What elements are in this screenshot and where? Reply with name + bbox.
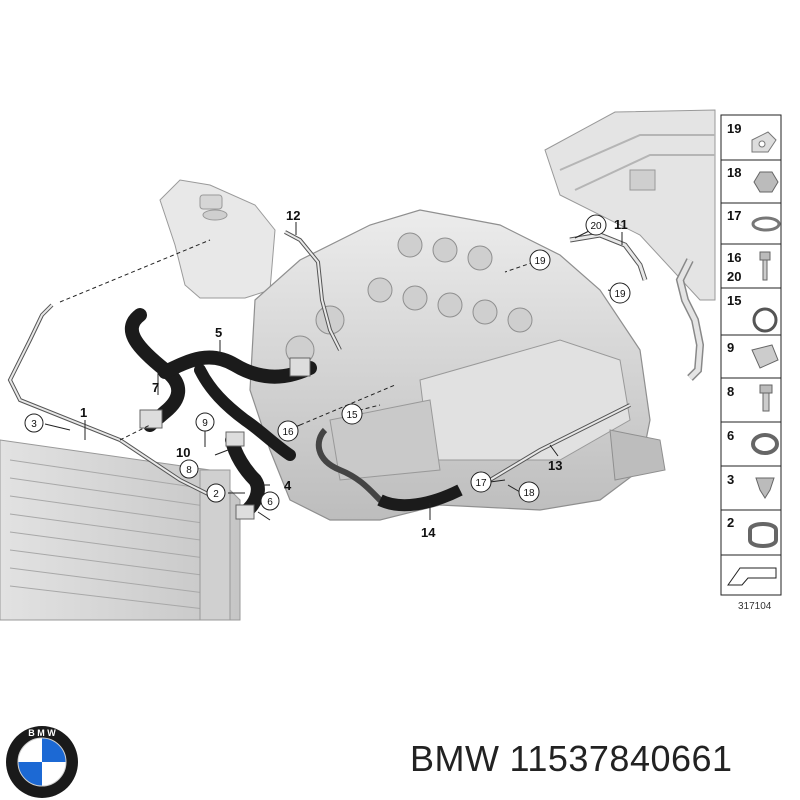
callout-18: 18 — [518, 481, 540, 503]
bmw-logo: B M W — [6, 726, 78, 798]
callout-6: 6 — [260, 491, 280, 511]
callout-1: 1 — [80, 405, 87, 420]
legend-20: 20 — [727, 269, 741, 284]
clip-icon — [751, 344, 779, 369]
svg-text:2: 2 — [213, 489, 219, 500]
svg-text:3: 3 — [31, 419, 37, 430]
legend-18: 18 — [727, 165, 741, 180]
coolant-hose-7 — [124, 308, 317, 461]
bolt-icon — [759, 251, 771, 261]
callout-19-a: 19 — [529, 249, 551, 271]
hex-nut-icon — [753, 171, 779, 193]
svg-text:18: 18 — [523, 488, 535, 499]
hose-clamp-icon — [751, 216, 781, 232]
svg-text:17: 17 — [475, 478, 487, 489]
legend-17: 17 — [727, 208, 741, 223]
svg-text:6: 6 — [267, 497, 273, 508]
legend-6: 6 — [727, 428, 734, 443]
svg-text:9: 9 — [202, 418, 208, 429]
circled-callouts: 3 9 8 2 6 15 16 17 18 19 19 20 — [24, 214, 631, 511]
expanding-rivet-icon — [755, 477, 775, 499]
arrow-symbol-icon — [727, 567, 777, 586]
brand-name: BMW — [410, 738, 500, 779]
coolant-pipe-12 — [284, 230, 342, 351]
callout-13: 13 — [548, 458, 562, 473]
legend-16: 16 — [727, 250, 741, 265]
callout-11: 11 — [614, 217, 628, 232]
expansion-tank-illustration — [159, 179, 276, 299]
radiator-illustration — [0, 439, 241, 621]
callout-10: 10 — [176, 445, 190, 460]
callout-7: 7 — [152, 380, 159, 395]
callout-4: 4 — [284, 478, 292, 493]
callout-8: 8 — [179, 459, 199, 479]
coolant-pipe-1 — [7, 303, 211, 497]
legend-2: 2 — [727, 515, 734, 530]
callout-16: 16 — [277, 420, 299, 442]
callout-20: 20 — [585, 214, 607, 236]
callout-5: 5 — [215, 325, 222, 340]
legend-19: 19 — [727, 121, 741, 136]
intake-manifold-illustration — [544, 109, 716, 301]
part-number: 11537840661 — [509, 738, 733, 779]
callout-labels: 1 5 7 10 4 12 11 13 14 — [80, 208, 628, 540]
screw-icon — [759, 384, 773, 394]
legend-3: 3 — [727, 472, 734, 487]
callout-17: 17 — [470, 471, 492, 493]
callout-9: 9 — [195, 412, 215, 432]
svg-text:19: 19 — [614, 289, 626, 300]
diagram-code: 317104 — [738, 601, 772, 612]
callout-19-b: 19 — [609, 282, 631, 304]
coolant-hose-4 — [225, 431, 265, 520]
parts-legend: 19 18 17 16 20 15 9 8 6 3 2 317104 — [720, 114, 782, 612]
svg-text:15: 15 — [346, 410, 358, 421]
svg-text:16: 16 — [282, 427, 294, 438]
svg-text:19: 19 — [534, 256, 546, 267]
spring-clamp-icon — [748, 522, 778, 548]
coolant-hose-14 — [315, 427, 463, 512]
callout-3: 3 — [24, 413, 44, 433]
callout-15: 15 — [341, 403, 363, 425]
coolant-line-13 — [488, 403, 631, 482]
callout-2: 2 — [206, 483, 226, 503]
legend-8: 8 — [727, 384, 734, 399]
callout-14: 14 — [421, 525, 436, 540]
right-side-hose — [675, 258, 705, 381]
legend-15: 15 — [727, 293, 741, 308]
hose-clamp-large-icon — [751, 433, 779, 455]
svg-text:8: 8 — [186, 465, 192, 476]
o-ring-icon — [752, 307, 778, 333]
callout-12: 12 — [286, 208, 300, 223]
coolant-line-11 — [569, 232, 648, 281]
svg-text:B M W: B M W — [28, 728, 56, 738]
legend-9: 9 — [727, 340, 734, 355]
svg-text:20: 20 — [590, 221, 602, 232]
